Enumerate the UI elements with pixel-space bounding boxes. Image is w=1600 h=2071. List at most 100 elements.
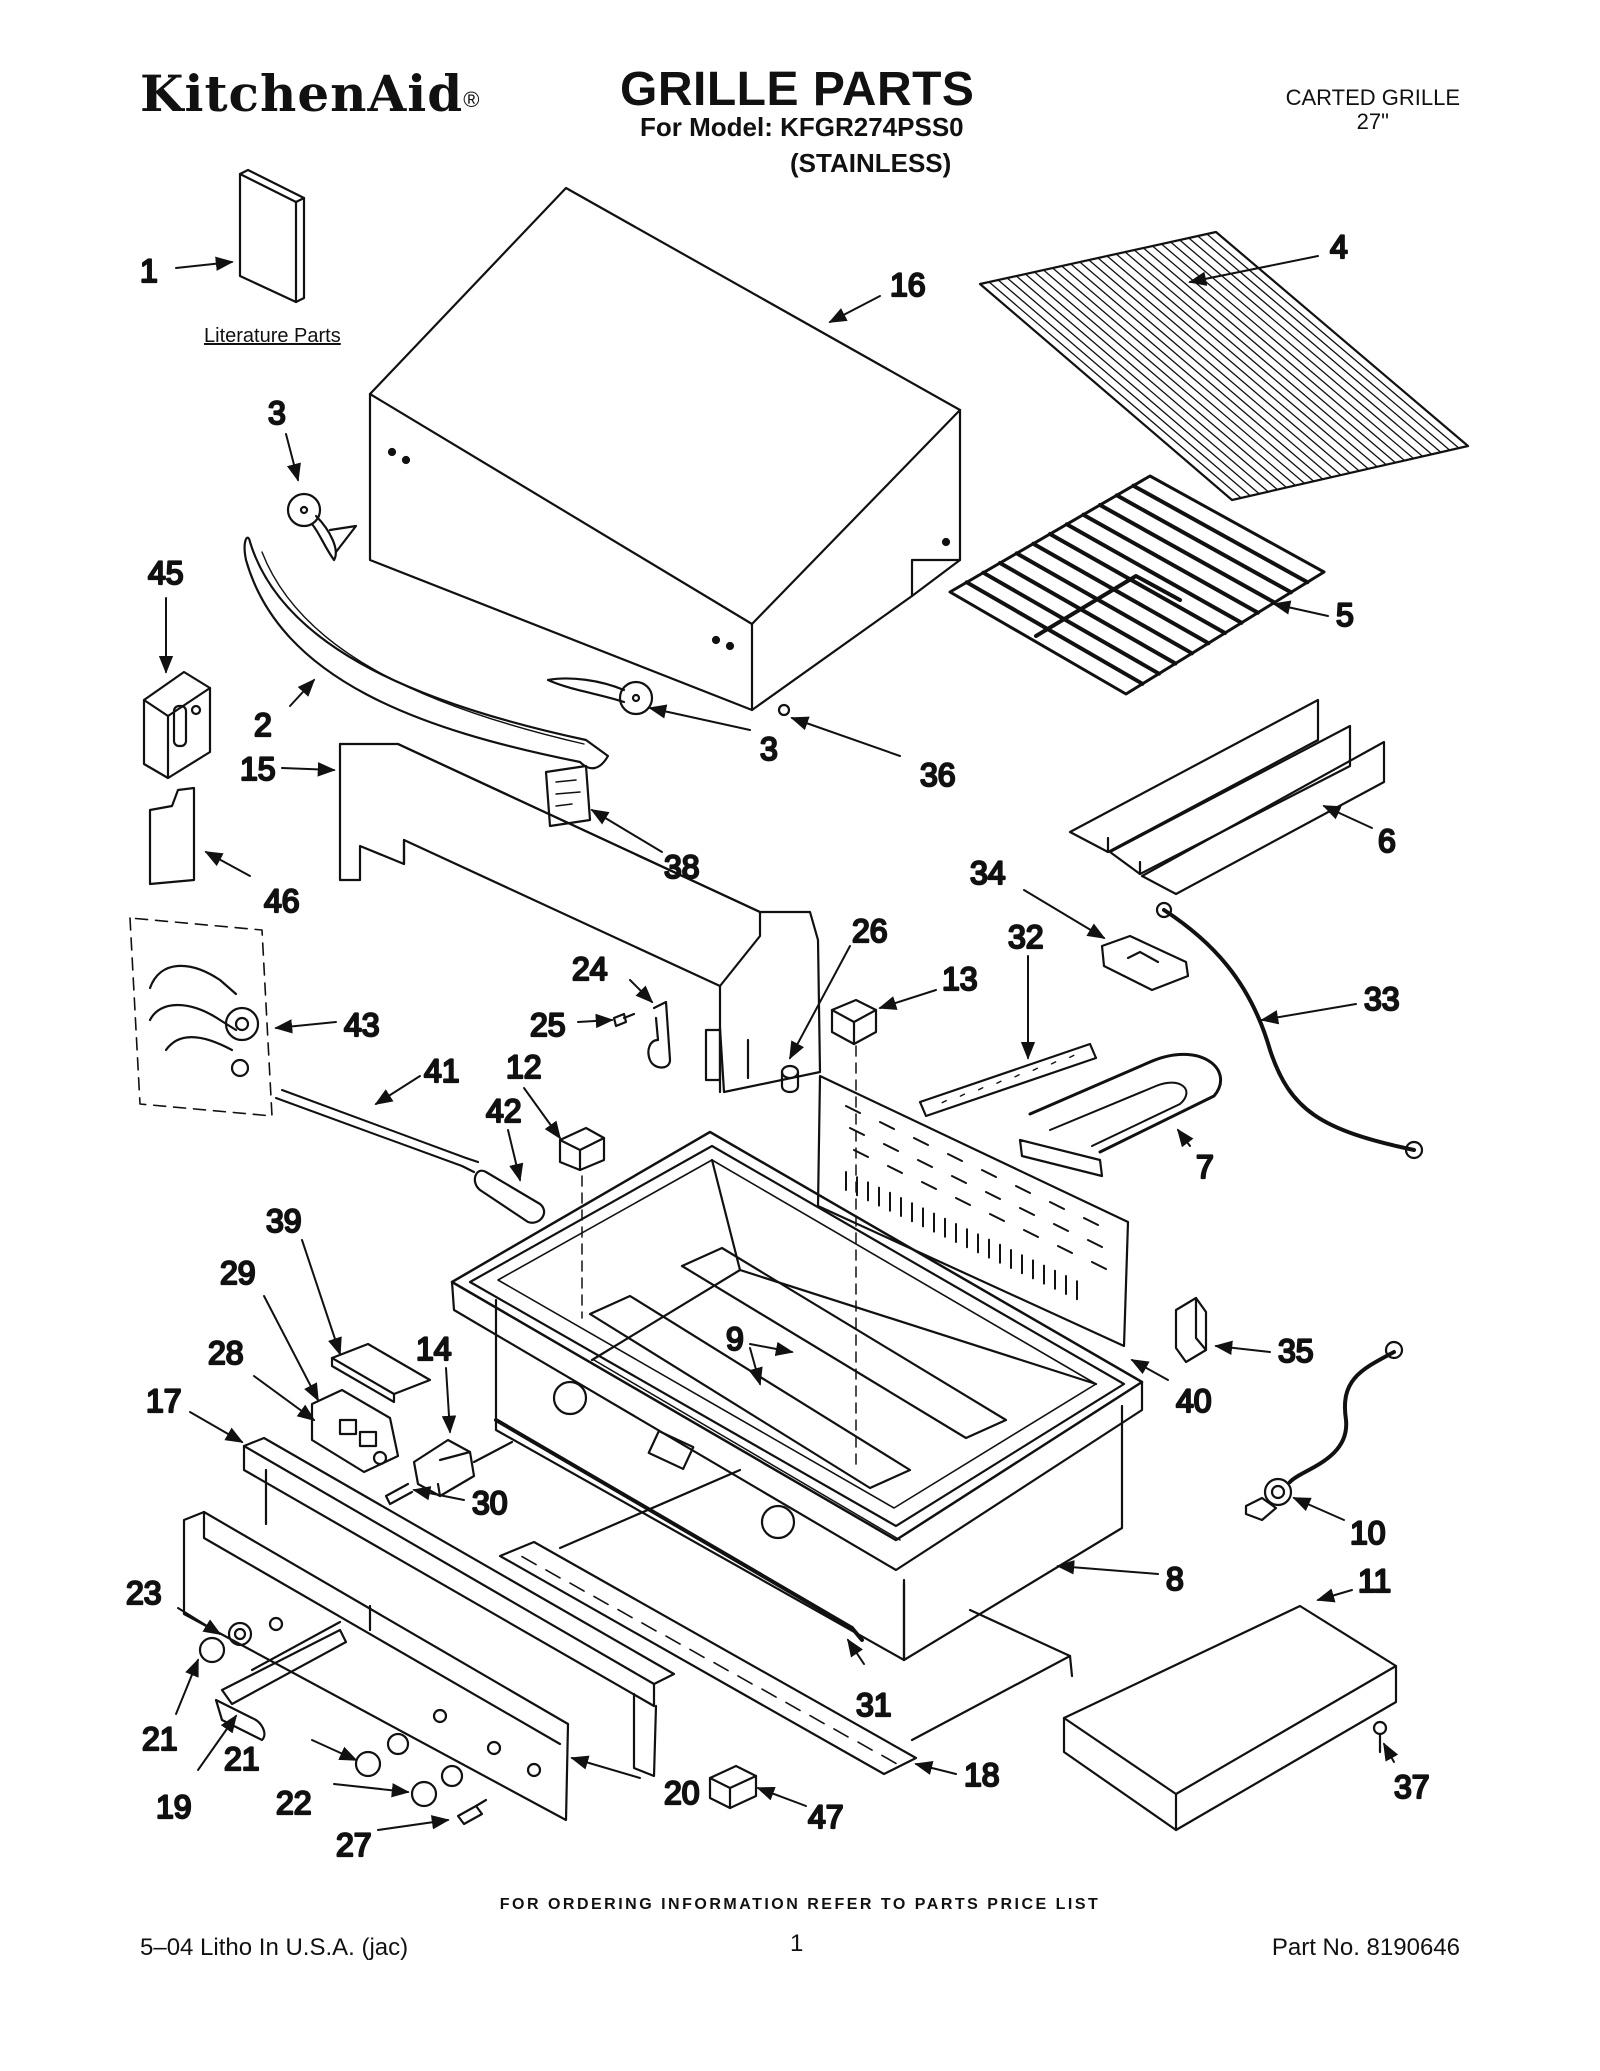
part-control-panel	[182, 1510, 570, 1822]
leader-35	[1214, 1340, 1271, 1355]
callout-37: 37	[1394, 1769, 1430, 1805]
callout-33: 33	[1364, 981, 1400, 1017]
leader-14	[441, 1367, 457, 1434]
callout-27: 27	[336, 1827, 372, 1863]
part-ignitor-module	[310, 1388, 400, 1474]
leader-47	[756, 1786, 807, 1807]
leader-42	[507, 1129, 524, 1182]
callout-15: 15	[240, 751, 276, 787]
part-knob-middle	[354, 1732, 410, 1778]
leader-26	[789, 945, 851, 1060]
part-u-burner	[1018, 1052, 1222, 1178]
leader-10	[1292, 1497, 1345, 1521]
part-handle-bracket-left	[286, 492, 358, 562]
callout-7: 7	[1196, 1149, 1214, 1185]
callout-10: 10	[1350, 1515, 1386, 1551]
ordering-note: FOR ORDERING INFORMATION REFER TO PARTS …	[499, 1896, 1101, 1913]
callout-17: 17	[146, 1383, 182, 1419]
model-variant: (STAINLESS)	[790, 148, 952, 178]
part-shelf-screw	[1372, 1720, 1388, 1754]
callout-leader-lines	[158, 255, 1399, 1831]
callout-25: 25	[530, 1007, 566, 1043]
leader-21b	[311, 1739, 358, 1761]
part-grill-hood	[368, 186, 962, 712]
callout-24: 24	[572, 951, 608, 987]
leader-2	[289, 678, 316, 707]
part-hook-bracket	[647, 1000, 672, 1069]
leader-40	[1130, 1359, 1169, 1381]
part-bracket-plate	[148, 786, 196, 886]
callout-32: 32	[1008, 919, 1044, 955]
part-block	[830, 998, 878, 1046]
part-spit-forks	[129, 917, 273, 1117]
part-burner-tube	[918, 1042, 1098, 1118]
leader-29	[263, 1295, 319, 1402]
callout-6: 6	[1378, 823, 1396, 859]
callout-34: 34	[970, 855, 1006, 891]
part-bushing	[780, 1064, 800, 1094]
leader-34	[1023, 889, 1106, 939]
callout-21b: 21	[224, 1741, 260, 1777]
callout-45: 45	[148, 555, 184, 591]
leader-38	[590, 809, 663, 853]
part-side-bracket	[1174, 1296, 1208, 1364]
callout-12: 12	[506, 1049, 542, 1085]
callout-30: 30	[472, 1485, 508, 1521]
callout-18: 18	[964, 1757, 1000, 1793]
part-heat-shields	[1068, 698, 1386, 896]
part-gas-valve	[384, 1438, 514, 1506]
part-spit-rod	[275, 1089, 480, 1174]
leader-7	[1176, 1128, 1194, 1148]
part-handle	[243, 536, 610, 770]
callout-5: 5	[1336, 597, 1354, 633]
leader-24	[629, 979, 654, 1004]
part-side-shelf	[1062, 1604, 1398, 1832]
leader-23	[177, 1607, 222, 1635]
callout-3b: 3	[760, 731, 778, 767]
callout-9: 9	[726, 1321, 744, 1357]
leader-9a	[749, 1341, 794, 1357]
product-line: CARTED GRILLE 27"	[1286, 86, 1460, 134]
part-ignitor-button	[456, 1798, 488, 1826]
part-rotisserie-motor-cover	[142, 670, 212, 780]
leader-43	[274, 1019, 337, 1034]
part-bottom-frame	[558, 1468, 1074, 1742]
leader-36	[790, 716, 901, 757]
callout-numbers: 1 16 4 3 45 2 15 3 36 5 6 38 46 34 33 32…	[125, 228, 1431, 1864]
part-rotisserie-rod-handle	[214, 1620, 348, 1742]
part-gas-hose	[1155, 901, 1424, 1160]
leader-4	[1188, 255, 1319, 286]
leader-5	[1272, 600, 1329, 617]
callout-36: 36	[920, 757, 956, 793]
part-small-plate	[544, 764, 592, 828]
callout-40: 40	[1176, 1383, 1212, 1419]
part-drip-tray	[498, 1540, 918, 1776]
callout-16: 16	[890, 267, 926, 303]
part-warming-rack	[978, 230, 1470, 502]
leader-8	[1056, 1560, 1159, 1575]
leader-31	[847, 1638, 865, 1665]
leader-9b	[748, 1347, 763, 1386]
part-valve-bracket	[330, 1342, 432, 1404]
leader-19	[197, 1714, 238, 1771]
callout-29: 29	[220, 1255, 256, 1291]
part-knob-left	[198, 1621, 253, 1664]
leader-12	[523, 1087, 562, 1140]
part-literature-booklet	[238, 168, 306, 304]
callout-2: 2	[254, 707, 272, 743]
leader-18	[914, 1760, 957, 1775]
product-line-name: CARTED GRILLE	[1285, 85, 1460, 110]
leader-16	[828, 295, 881, 323]
assembly-guide-lines	[581, 1045, 857, 1471]
leader-27	[377, 1815, 450, 1831]
callout-43: 43	[344, 1007, 380, 1043]
product-line-size: 27"	[1356, 109, 1389, 134]
callout-3a: 3	[268, 395, 286, 431]
part-gas-regulator	[1244, 1340, 1404, 1522]
part-grill-back-panel	[338, 742, 822, 1094]
callout-22: 22	[276, 1785, 312, 1821]
callout-41: 41	[424, 1053, 460, 1089]
callout-14: 14	[416, 1331, 452, 1367]
callout-13: 13	[942, 961, 978, 997]
leader-39	[301, 1239, 342, 1356]
